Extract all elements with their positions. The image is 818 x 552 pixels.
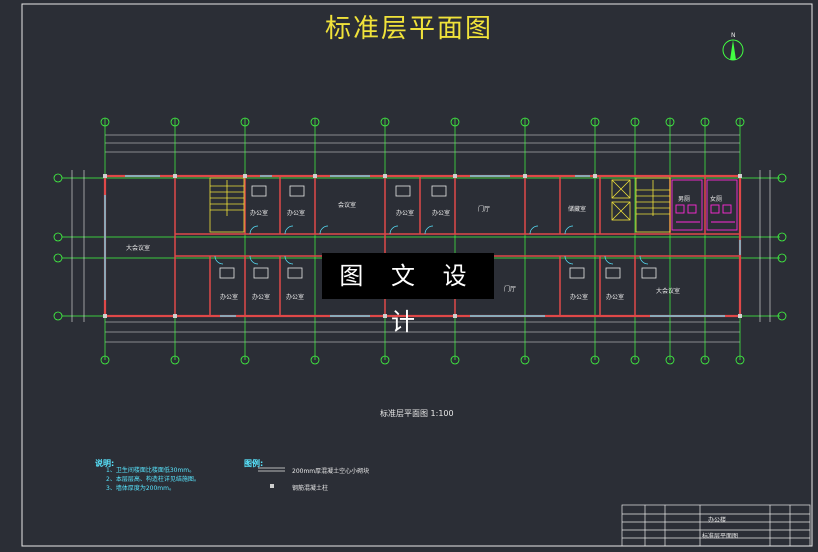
stair-right (635, 177, 671, 233)
svg-text:N: N (731, 32, 736, 39)
room-label: 办公室 (287, 210, 306, 217)
room-label: 男厕 (678, 196, 691, 203)
side-dimensions (71, 170, 771, 322)
room-label: 办公室 (252, 294, 271, 301)
room-label: 门厅 (504, 286, 517, 293)
drawing-caption: 标准层平面图 1:100 (380, 409, 454, 418)
grid-bubbles-bottom (100, 355, 745, 365)
room-label: 门厅 (478, 206, 491, 213)
legend-symbols (258, 467, 285, 488)
elevator-icon (611, 179, 631, 221)
room-label: 大会议室 (656, 288, 681, 295)
stair-left (209, 177, 245, 233)
room-label: 办公室 (606, 294, 625, 301)
room-label: 储藏室 (568, 206, 587, 213)
title-block-sheet: 标准层平面图 (702, 533, 739, 540)
room-label: 办公室 (220, 294, 239, 301)
room-label: 办公室 (396, 210, 415, 217)
top-dimensions (105, 134, 740, 153)
legend-heading: 图例: (244, 459, 264, 468)
room-label: 会议室 (338, 202, 357, 209)
notes-heading: 说明: (95, 459, 115, 468)
room-label: 女厕 (710, 196, 723, 203)
grid-bubbles-top (100, 117, 745, 127)
room-label: 办公室 (570, 294, 589, 301)
note-item: 3、墙体厚度为200mm。 (106, 485, 175, 492)
note-item: 1、卫生间楼面比楼面低30mm。 (106, 467, 196, 474)
room-label: 办公室 (432, 210, 451, 217)
room-label: 大会议室 (126, 245, 151, 252)
bottom-dimensions (105, 321, 740, 343)
toilet-fixtures (671, 179, 738, 231)
watermark: 图 文 设 计 (322, 253, 494, 336)
columns (103, 174, 742, 318)
legend-item: 钢筋混凝土柱 (292, 485, 329, 492)
title-block (621, 504, 811, 547)
grid-bubbles-side (53, 173, 787, 321)
title-block-project: 办公楼 (708, 517, 727, 524)
furniture (219, 185, 657, 279)
north-arrow-icon: N (722, 32, 744, 61)
drawing-frame (21, 3, 813, 547)
room-label: 办公室 (250, 210, 269, 217)
note-item: 2、本层层高、构造柱详见结施图。 (106, 476, 200, 483)
legend-item: 200mm厚混凝土空心小砌块 (292, 468, 370, 475)
drawing-title: 标准层平面图 (324, 14, 493, 44)
doors (214, 225, 649, 265)
windows (104, 175, 741, 317)
room-label: 办公室 (286, 294, 305, 301)
